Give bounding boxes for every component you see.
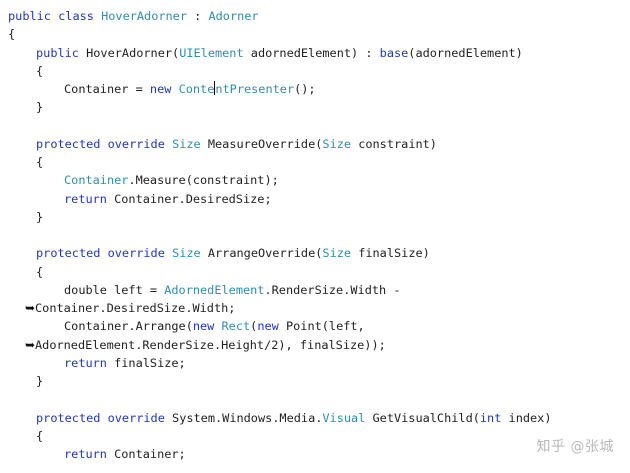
code-token-plain: [165, 137, 172, 151]
code-token-plain: index): [501, 410, 552, 425]
code-token-plain: GetVisualChild(: [365, 410, 480, 425]
code-line: Container.Measure(constraint);: [64, 171, 279, 189]
code-token-keyword: class: [58, 9, 94, 23]
code-token-type: Size: [172, 136, 201, 151]
code-line: protected override Size MeasureOverride(…: [36, 135, 437, 153]
code-token-keyword: new: [257, 319, 279, 334]
code-line: ➥AdornedElement.RenderSize.Height/2), fi…: [25, 336, 386, 354]
code-token-plain: System.Windows.Media.: [164, 410, 323, 425]
code-token-type: ntPresenter: [215, 82, 295, 96]
code-token-plain: }: [36, 374, 44, 388]
code-token-plain: {: [36, 264, 44, 279]
code-token-keyword: protected: [36, 136, 101, 151]
code-line: public HoverAdorner(UIElement adornedEle…: [36, 44, 523, 62]
code-token-plain: ArrangeOverride(: [200, 246, 323, 261]
code-token-plain: [171, 82, 178, 96]
code-token-keyword: return: [64, 355, 107, 370]
code-token-keyword: protected: [36, 246, 101, 261]
code-token-plain: {: [36, 428, 44, 443]
code-token-plain: constraint): [351, 136, 437, 151]
code-token-type: Size: [322, 136, 352, 151]
code-token-plain: ();: [294, 82, 316, 96]
code-token-plain: }: [36, 209, 44, 224]
code-line: {: [36, 263, 43, 281]
code-line: }: [36, 372, 43, 390]
code-token-plain: MeasureOverride(: [200, 136, 323, 151]
code-token-plain: .RenderSize.Width -: [264, 282, 401, 297]
code-token-plain: Container.DesiredSize;: [106, 191, 272, 206]
code-token-keyword: new: [192, 319, 215, 334]
code-token-type: Visual: [322, 410, 366, 425]
code-line: {: [8, 25, 15, 43]
code-token-plain: {: [36, 155, 44, 169]
code-token-plain: [100, 137, 107, 151]
code-token-plain: .Measure(constraint);: [128, 173, 279, 188]
code-line: }: [36, 208, 43, 226]
code-token-keyword: override: [107, 246, 165, 261]
code-line: protected override System.Windows.Media.…: [36, 409, 552, 427]
code-token-keyword: override: [107, 410, 165, 425]
code-token-type: Rect: [221, 319, 251, 334]
code-token-plain: Container.DesiredSize.Width;: [35, 301, 236, 315]
wrap-arrow-icon: ➥: [25, 301, 36, 315]
code-token-type: UIElement: [179, 45, 244, 60]
code-line: Container.Arrange(new Rect(new Point(lef…: [64, 317, 365, 335]
code-line: {: [36, 153, 43, 171]
code-token-plain: }: [36, 100, 44, 115]
code-token-plain: (: [250, 319, 258, 334]
code-line: {: [36, 62, 43, 80]
code-token-type: Size: [172, 246, 201, 261]
code-token-type: AdornedElement: [164, 282, 265, 297]
code-line: return Container;: [64, 445, 186, 463]
code-line: return Container.DesiredSize;: [64, 190, 272, 208]
code-token-plain: Container;: [106, 447, 186, 461]
code-line: {: [36, 427, 43, 445]
code-line: double left = AdornedElement.RenderSize.…: [64, 281, 401, 299]
wrap-arrow-icon: ➥: [25, 337, 36, 352]
watermark: 知乎 @张城: [536, 439, 614, 455]
code-token-plain: Container.Arrange(: [64, 319, 193, 334]
code-token-plain: (adornedElement): [408, 45, 523, 60]
code-line: ➥Container.DesiredSize.Width;: [25, 299, 236, 317]
code-line: protected override Size ArrangeOverride(…: [36, 244, 430, 262]
code-token-keyword: new: [149, 82, 172, 96]
code-token-plain: adornedElement) :: [243, 45, 380, 60]
code-token-type: Adorner: [208, 9, 259, 23]
code-token-type: Container: [64, 173, 129, 188]
code-token-keyword: protected: [36, 410, 101, 425]
code-token-plain: finalSize;: [106, 355, 186, 370]
code-token-plain: HoverAdorner(: [78, 45, 180, 60]
code-token-plain: AdornedElement.RenderSize.Height/2), fin…: [35, 337, 386, 352]
code-token-type: Size: [322, 246, 352, 261]
code-token-plain: [214, 319, 221, 333]
code-token-keyword: int: [479, 410, 502, 425]
code-token-type: HoverAdorner: [101, 9, 187, 23]
code-token-plain: {: [36, 63, 44, 78]
code-token-plain: :: [187, 9, 209, 23]
code-token-plain: Point(left,: [278, 319, 365, 334]
code-token-keyword: override: [107, 136, 165, 151]
code-line: Container = new ContentPresenter();: [64, 80, 316, 98]
code-line: }: [36, 98, 43, 116]
code-token-keyword: base: [379, 45, 409, 60]
code-token-plain: Container =: [64, 82, 150, 96]
code-token-plain: {: [8, 27, 16, 42]
code-token-keyword: public: [8, 9, 51, 23]
code-token-plain: [165, 246, 172, 260]
text-cursor: [214, 81, 216, 95]
code-token-keyword: return: [64, 191, 107, 206]
code-token-plain: [100, 246, 107, 260]
code-token-type: Conte: [178, 82, 215, 96]
code-line: public class HoverAdorner : Adorner: [8, 7, 259, 25]
code-token-keyword: public: [36, 45, 79, 60]
code-token-plain: double left =: [64, 282, 165, 297]
code-token-keyword: return: [64, 447, 107, 461]
code-token-plain: finalSize): [351, 246, 430, 261]
code-line: return finalSize;: [64, 354, 186, 372]
code-token-plain: [100, 411, 107, 425]
